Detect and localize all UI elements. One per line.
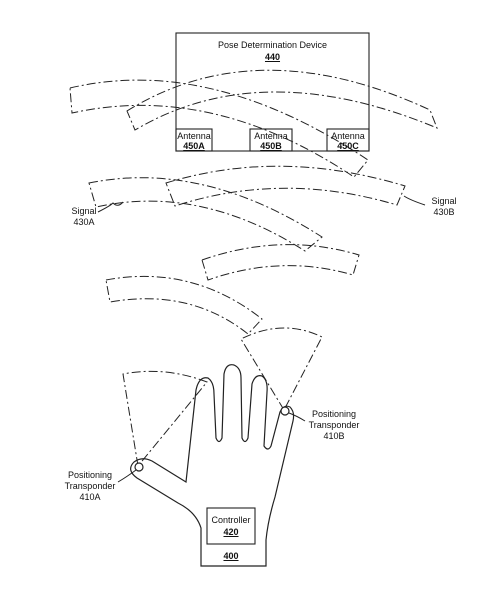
signal-band-1 (126, 69, 438, 131)
antenna-450b-box (249, 128, 293, 152)
transponder-410a-dot (134, 462, 144, 472)
antenna-450c-box (326, 128, 370, 152)
transponder-410b-dot (280, 406, 290, 416)
signal-band-6 (105, 275, 263, 335)
leader-410a (117, 469, 137, 483)
transponder-410a-line2: Transponder (64, 481, 116, 491)
controller-ref: 420 (223, 527, 239, 537)
antenna-450a-label: Antenna (177, 131, 211, 141)
leader-430a (97, 201, 124, 213)
glove-ref: 400 (223, 551, 239, 561)
device-ref: 440 (264, 52, 281, 62)
antenna-450c-ref: 450C (337, 141, 359, 151)
glove-outline (130, 364, 295, 567)
leader-430b (403, 195, 426, 206)
signal-430a-label: Signal (71, 206, 97, 216)
transponder-410b-line1: Positioning (311, 409, 357, 419)
antenna-450a-ref: 450A (183, 141, 205, 151)
device-title: Pose Determination Device (217, 40, 328, 50)
leader-410b (288, 412, 306, 422)
signal-430b-label: Signal (431, 196, 457, 206)
transponder-410a-ref: 410A (79, 492, 101, 502)
signal-band-5 (201, 244, 360, 281)
beam-410a (122, 370, 208, 468)
signal-band-3 (165, 165, 406, 207)
antenna-450b-ref: 450B (260, 141, 282, 151)
transponder-410a-line1: Positioning (67, 470, 113, 480)
signal-430b-ref: 430B (433, 207, 455, 217)
beam-410b (240, 327, 323, 412)
transponder-410b-ref: 410B (323, 431, 345, 441)
controller-box (206, 507, 256, 545)
antenna-450c-label: Antenna (331, 131, 365, 141)
signal-430a-ref: 430A (73, 217, 95, 227)
signal-band-2 (69, 79, 369, 178)
transponder-410b-line2: Transponder (308, 420, 360, 430)
antenna-450a-box (175, 128, 213, 152)
signal-band-4 (88, 177, 323, 252)
antenna-450b-label: Antenna (254, 131, 288, 141)
controller-label: Controller (211, 515, 251, 525)
